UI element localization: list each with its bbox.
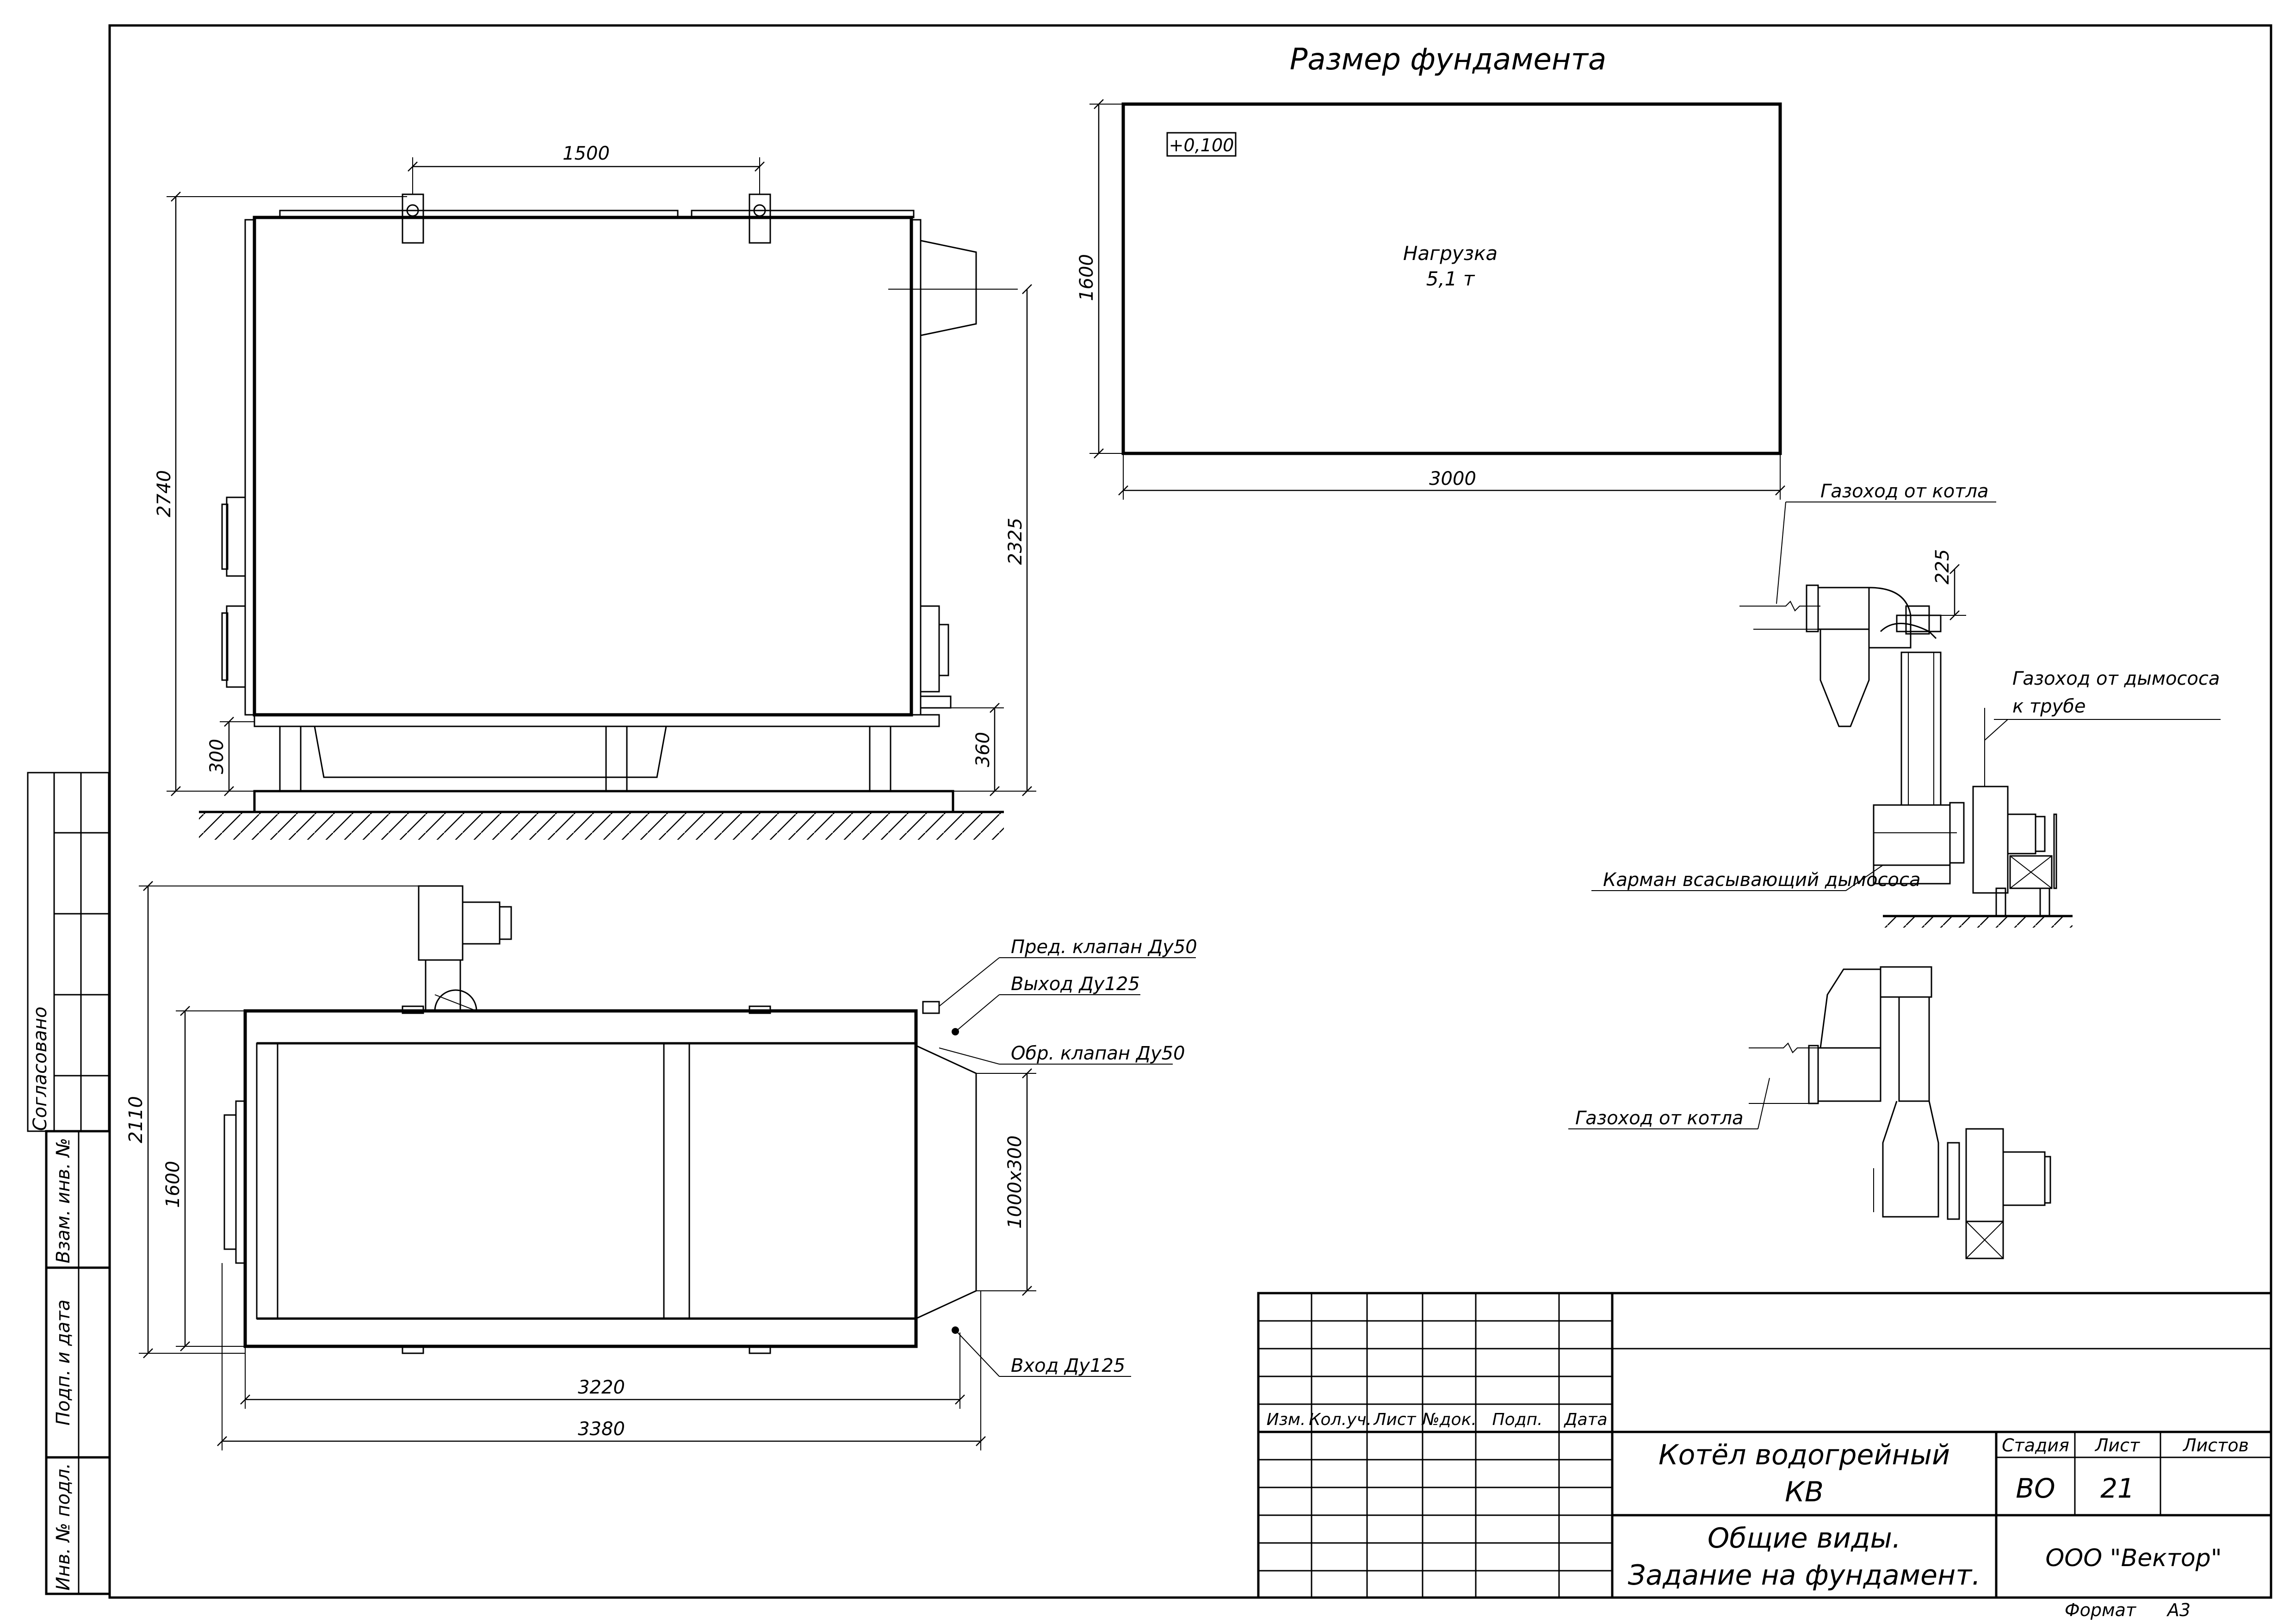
callout-flue-from-fan: Газоход от дымососа	[2012, 668, 2220, 689]
dim-1000x300: 1000x300	[1004, 1135, 1026, 1229]
top-fan	[418, 885, 464, 961]
sheets-label: Листов	[2182, 1435, 2249, 1456]
foundation-title: Размер фундамента	[1290, 43, 1606, 77]
product-line-2: КВ	[1785, 1476, 1824, 1508]
stamp-sign-date: Подп. и дата	[53, 1300, 74, 1425]
th-kol-uch: Кол.уч.	[1309, 1410, 1372, 1429]
level-mark: +0,100	[1169, 135, 1234, 155]
dim-1500: 1500	[563, 143, 610, 164]
callout-suction-pocket: Карман всасывающий дымососа	[1603, 869, 1921, 891]
stamp-inv-orig: Инв. № подл.	[53, 1463, 74, 1591]
dim-3380: 3380	[578, 1419, 625, 1440]
sheet-frame	[108, 24, 2272, 1599]
dim-3000: 3000	[1429, 468, 1476, 489]
company-name: ООО "Вектор"	[2045, 1544, 2222, 1572]
level-mark-box	[1166, 132, 1237, 157]
callout-relief-valve: Пред. клапан Ду50	[1011, 936, 1197, 958]
top-flue-outlet	[916, 1045, 977, 1319]
callout-to-chimney: к трубе	[2012, 696, 2086, 717]
stage-value: ВО	[2016, 1473, 2055, 1504]
format-value: А3	[2166, 1600, 2191, 1620]
th-data: Дата	[1563, 1410, 1607, 1429]
front-view: 1500 2740 2325 300 360	[154, 143, 1036, 840]
load-label: Нагрузка	[1403, 242, 1498, 265]
callout-inlet: Вход Ду125	[1011, 1355, 1125, 1376]
dim-2110: 2110	[125, 1096, 147, 1143]
dim-225: 225	[1932, 549, 1953, 584]
th-ndok: №док.	[1421, 1410, 1477, 1429]
foundation-view: Размер фундамента +0,100 Нагрузка 5,1 т …	[1076, 43, 1785, 500]
th-podp: Подп.	[1492, 1410, 1543, 1429]
format-label: Формат	[2065, 1600, 2137, 1620]
flue-outlet	[920, 240, 977, 336]
stamp-agreed: Согласовано	[30, 1007, 51, 1131]
dim-1600-foundation: 1600	[1076, 254, 1097, 301]
load-value: 5,1 т	[1426, 267, 1475, 290]
dim-300: 300	[206, 739, 228, 774]
dim-360: 360	[972, 732, 994, 767]
dim-1600-top: 1600	[162, 1161, 184, 1208]
th-izm: Изм.	[1267, 1410, 1306, 1429]
title-block: Изм. Кол.уч. Лист №док. Подп. Дата Котёл…	[1257, 1292, 2272, 1599]
boiler-body	[253, 216, 913, 717]
fan-view-upper: 225 Газоход от котла Газоход от дымососа…	[1591, 481, 2221, 928]
product-line-1: Котёл водогрейный	[1659, 1439, 1950, 1471]
top-door	[223, 1114, 237, 1250]
callout-outlet: Выход Ду125	[1011, 973, 1140, 995]
dim-2325: 2325	[1005, 518, 1026, 565]
sheet-value: 21	[2100, 1473, 2135, 1504]
stamp-replacing-inv: Взам. инв. №	[53, 1138, 74, 1264]
side-stamp: Согласовано Взам. инв. № Подп. и дата Ин…	[27, 772, 111, 1595]
callout-flue-from-boiler-2: Газоход от котла	[1575, 1108, 1744, 1129]
th-list: Лист	[1373, 1410, 1416, 1429]
door-upper	[226, 496, 246, 577]
foundation-outline	[1121, 102, 1782, 455]
door-lower	[226, 605, 246, 688]
callout-check-valve: Обр. клапан Ду50	[1011, 1043, 1185, 1064]
top-body	[243, 1009, 918, 1348]
stage-label: Стадия	[2002, 1435, 2069, 1456]
fan-view-lower: Газоход от котла	[1568, 966, 2051, 1259]
top-view: 2110 1600 1000x300 3220 3380 Пред. клапа…	[125, 881, 1197, 1450]
dim-2740: 2740	[154, 470, 175, 517]
sheet-name-line-1: Общие виды.	[1708, 1522, 1901, 1555]
sheet-label: Лист	[2094, 1435, 2141, 1456]
sheet-name-line-2: Задание на фундамент.	[1628, 1559, 1980, 1592]
dim-3220: 3220	[578, 1377, 625, 1398]
callout-flue-from-boiler-1: Газоход от котла	[1820, 481, 1989, 502]
